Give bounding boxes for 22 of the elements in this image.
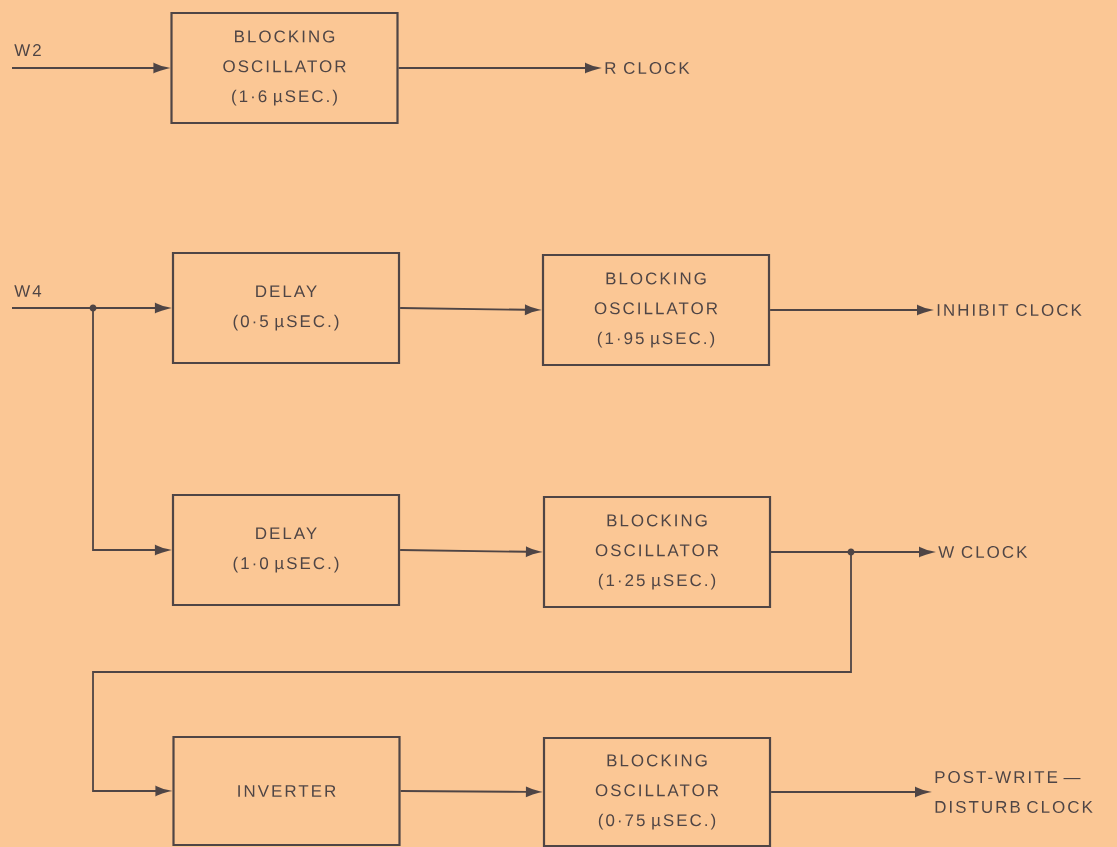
signal-label: POST-WRITE — DISTURB CLOCK xyxy=(935,771,1093,813)
arrow xyxy=(769,305,931,315)
block-box: DELAY (1·0 µSEC.) xyxy=(171,493,401,607)
block-box: DELAY (0·5 µSEC.) xyxy=(171,251,401,365)
arrow xyxy=(770,787,929,797)
signal-label: W2 xyxy=(14,44,41,56)
arrow xyxy=(11,307,169,555)
signal-label: W4 xyxy=(14,285,42,297)
block-box: INVERTER xyxy=(172,735,401,847)
arrow xyxy=(399,546,540,557)
block-box: BLOCKING OSCILLATOR (1·6 µSEC.) xyxy=(170,11,399,125)
block-box: BLOCKING OSCILLATOR (0·75 µSEC.) xyxy=(542,736,772,847)
signal-label: R CLOCK xyxy=(605,62,690,74)
signal-label: INHIBIT CLOCK xyxy=(937,304,1082,316)
block-box: BLOCKING OSCILLATOR (1·95 µSEC.) xyxy=(541,253,771,367)
arrow xyxy=(397,63,599,73)
signal-label: W CLOCK xyxy=(938,546,1028,558)
block-box: BLOCKING OSCILLATOR (1·25 µSEC.) xyxy=(542,495,772,609)
arrow xyxy=(11,63,168,73)
arrow xyxy=(399,304,539,315)
arrow xyxy=(92,551,852,796)
arrow xyxy=(399,786,540,797)
